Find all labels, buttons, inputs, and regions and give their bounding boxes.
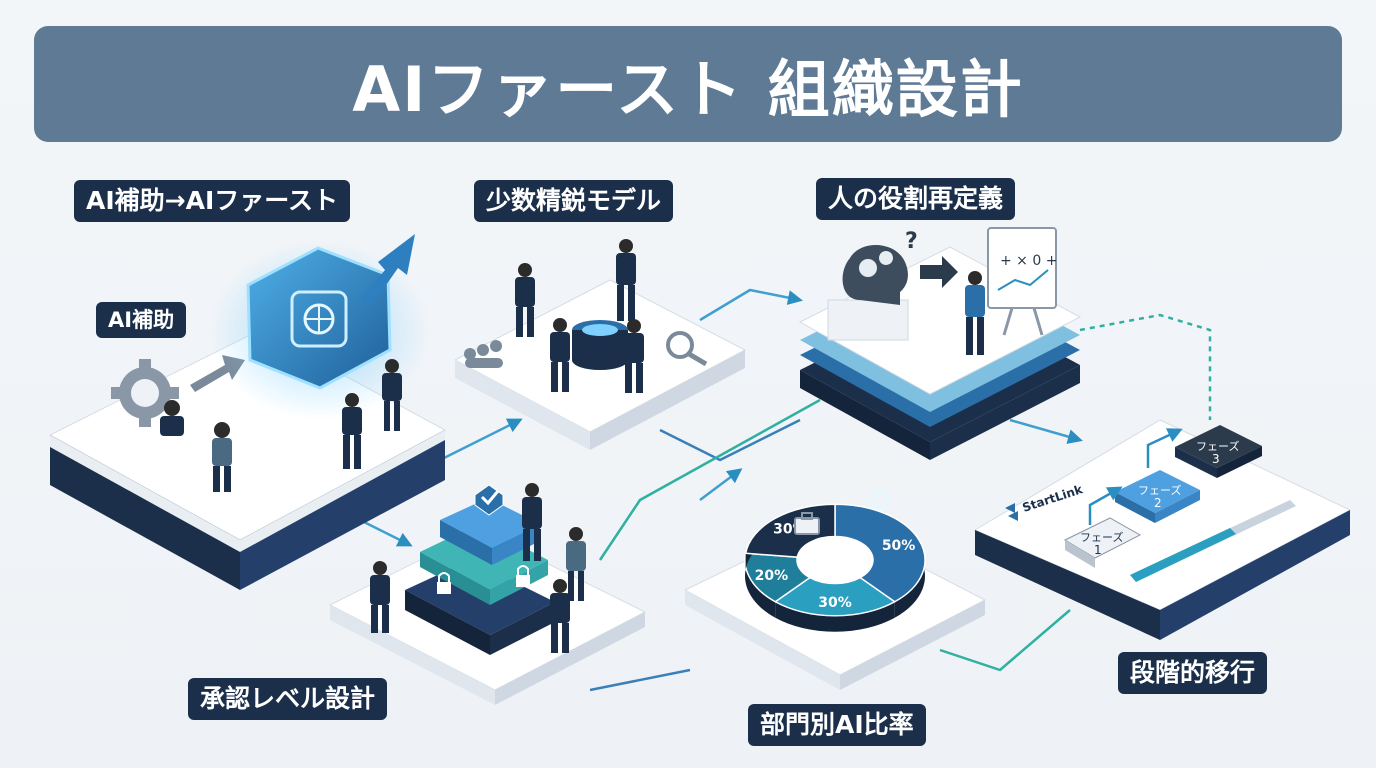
arrow-icon: [920, 256, 958, 288]
whiteboard-symbols: + × 0 +: [1000, 253, 1057, 269]
rising-arrow-icon: [360, 234, 415, 305]
phase-step-3: フェーズ 3: [1175, 425, 1262, 478]
donut-slice-side: [775, 601, 895, 632]
donut-slice: [773, 576, 897, 617]
svg-text:フェーズ: フェーズ: [1138, 483, 1181, 497]
donut-slice: [834, 503, 926, 603]
connector-lines: [359, 288, 1212, 692]
team-icon: [464, 340, 503, 368]
database-icon: [572, 320, 628, 370]
label-small-elite: 少数精鋭モデル: [474, 180, 674, 222]
donut-slice-side: [745, 553, 776, 618]
label-phased-migration: 段階的移行: [1118, 652, 1268, 694]
person-icon: [370, 483, 586, 653]
donut-slice-label: 50%: [882, 538, 916, 554]
donut-slice-label: 20%: [755, 568, 789, 584]
phase-step-2: フェーズ 2: [1115, 470, 1200, 523]
lock-icon: [437, 565, 530, 594]
magnifier-icon: [666, 331, 708, 367]
svg-text:フェーズ: フェーズ: [1080, 530, 1123, 544]
whiteboard-icon: + × 0 +: [987, 227, 1057, 336]
person-icon: [515, 239, 644, 393]
person-icon: [160, 359, 402, 492]
platform-phased-migration: [973, 419, 1352, 640]
label-ai-assist: AI補助: [96, 302, 187, 338]
label-role-redefine: 人の役割再定義: [816, 178, 1016, 220]
svg-text:1: 1: [1094, 543, 1102, 557]
title-banner: AIファースト 組織設計: [34, 26, 1342, 142]
globe-icon: [870, 490, 890, 510]
person-icon: [965, 271, 985, 355]
page-title: AIファースト 組織設計: [352, 53, 1024, 126]
progress-bar: [1130, 500, 1296, 582]
phase-step-1: フェーズ 1: [1063, 517, 1142, 568]
phase-steps: フェーズ 1 フェーズ 2 フェーズ 3: [1063, 425, 1262, 568]
label-ai-assist-to-first: AI補助→AIファースト: [74, 180, 350, 222]
question-mark: ?: [905, 229, 918, 254]
label-dept-ai-ratio: 部門別AI比率: [748, 704, 926, 746]
label-approval-levels: 承認レベル設計: [188, 678, 388, 720]
thinking-head-icon: ?: [827, 229, 918, 341]
donut-slice-label: 30%: [818, 595, 852, 611]
svg-text:2: 2: [1154, 496, 1162, 510]
svg-text:フェーズ: フェーズ: [1196, 439, 1239, 453]
gear-icon: [111, 359, 179, 427]
svg-text:3: 3: [1212, 452, 1220, 466]
briefcase-icon: [794, 512, 820, 535]
